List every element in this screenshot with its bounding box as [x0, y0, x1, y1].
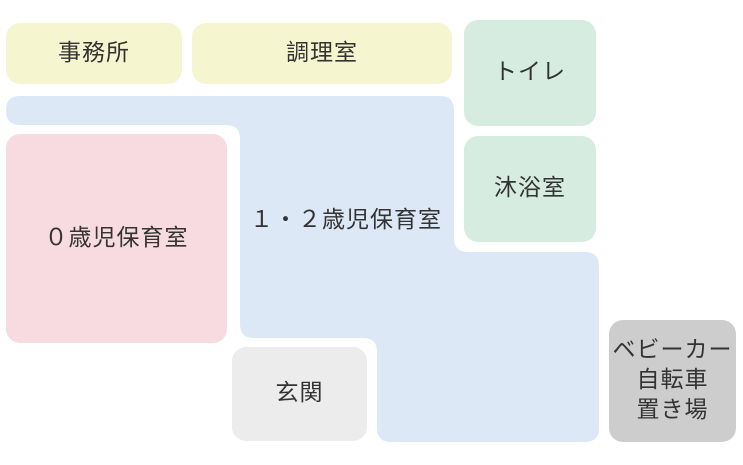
toilet-room: トイレ	[464, 20, 596, 126]
bath-label: 沐浴室	[494, 175, 566, 202]
entrance-label: 玄関	[275, 380, 324, 407]
office-label: 事務所	[58, 39, 130, 66]
entrance-room: 玄関	[232, 347, 367, 441]
kitchen-room: 調理室	[192, 23, 452, 84]
office-room: 事務所	[6, 23, 182, 84]
stroller-bicycle-parking: ベビーカー 自転車 置き場	[609, 320, 736, 442]
stroller-label-line2: 自転車	[636, 367, 709, 394]
bath-room: 沐浴室	[464, 136, 596, 242]
room-0-year-olds: ０歳児保育室	[6, 134, 227, 343]
room-12-year-olds-label: １・２歳児保育室	[250, 207, 442, 233]
stroller-label-line3: 置き場	[636, 396, 709, 423]
toilet-label: トイレ	[494, 59, 566, 86]
stroller-label: ベビーカー 自転車 置き場	[613, 336, 733, 426]
room-12-year-olds-shape	[6, 96, 599, 442]
room-0-year-olds-label: ０歳児保育室	[44, 224, 189, 251]
stroller-label-line1: ベビーカー	[612, 337, 733, 364]
kitchen-label: 調理室	[286, 39, 358, 66]
